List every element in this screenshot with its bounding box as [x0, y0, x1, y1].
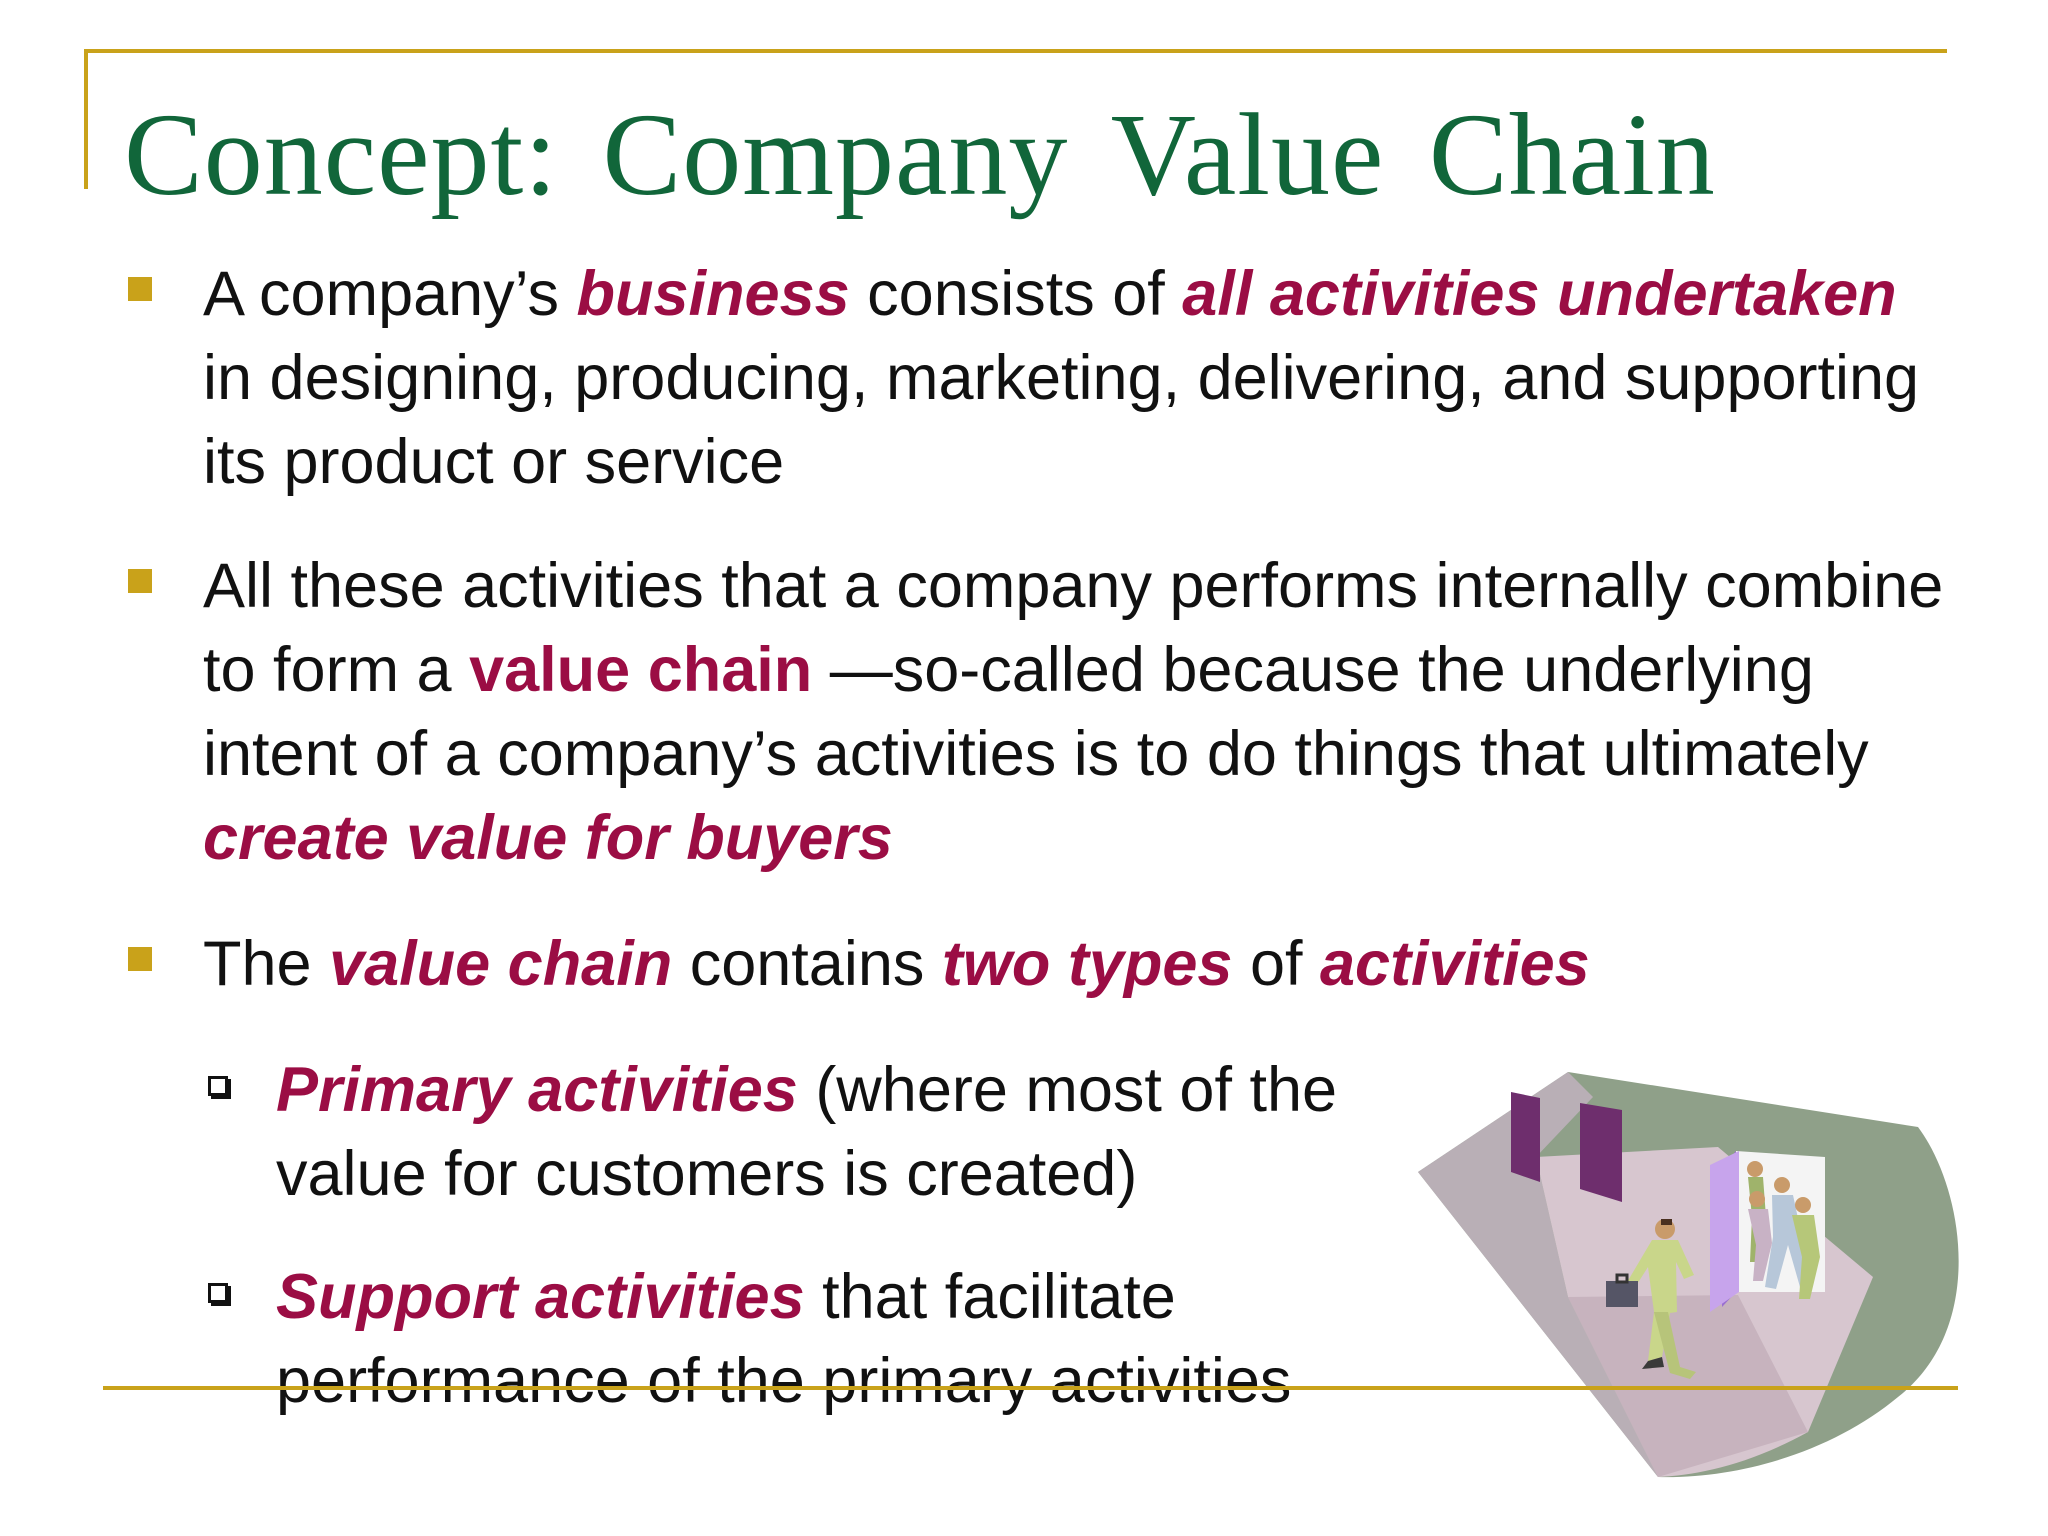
sub-bullet-text: Primary activities (where most of the va…	[276, 1055, 1338, 1209]
sub-bullet-primary-activities: Primary activities (where most of the va…	[208, 1048, 1376, 1216]
sub-bullet-text: Support activities that facilitate perfo…	[276, 1262, 1292, 1416]
businessman-through-door-clipart	[1418, 1072, 1959, 1478]
sub-bullet-support-activities: Support activities that facilitate perfo…	[208, 1255, 1376, 1423]
slide-title: Concept: Company Value Chain	[124, 89, 1716, 220]
bullet-two-types: The value chain contains two types of ac…	[128, 922, 1963, 1006]
bullet-text: The value chain contains two types of ac…	[203, 929, 1590, 999]
bottom-accent-rule	[103, 1386, 1958, 1390]
square-bullet-icon	[128, 947, 152, 971]
bullet-business-definition: A company’s business consists of all act…	[128, 252, 1963, 504]
left-accent-rule	[84, 49, 88, 189]
square-bullet-icon	[128, 569, 152, 593]
hollow-square-bullet-icon	[208, 1076, 228, 1096]
hollow-square-bullet-icon	[208, 1283, 228, 1303]
top-accent-rule	[84, 49, 1947, 53]
bullet-text: All these activities that a company perf…	[203, 551, 1944, 873]
square-bullet-icon	[128, 277, 152, 301]
bullet-text: A company’s business consists of all act…	[203, 259, 1920, 497]
bullet-value-chain-definition: All these activities that a company perf…	[128, 544, 1963, 880]
